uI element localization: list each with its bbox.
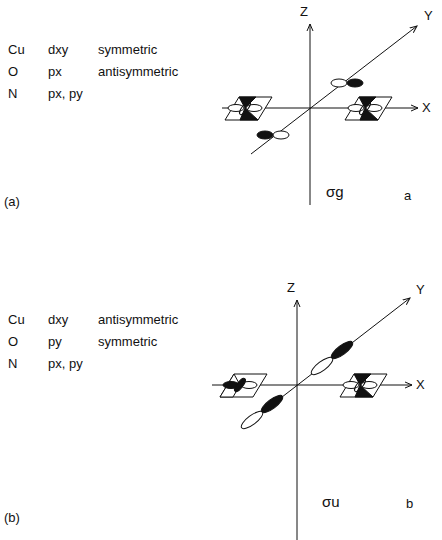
orbital-name: dxy bbox=[48, 312, 68, 327]
panel-letter: a bbox=[404, 188, 411, 203]
atom-name: O bbox=[8, 64, 18, 79]
axis-label: Y bbox=[416, 282, 425, 297]
orbital-name: px, py bbox=[48, 86, 83, 101]
symmetry-note: symmetric bbox=[98, 42, 157, 57]
atom-name: N bbox=[8, 356, 17, 371]
axis-label: Z bbox=[287, 280, 295, 295]
axes-b bbox=[212, 298, 412, 540]
axis-label: X bbox=[416, 377, 425, 392]
symmetry-note: antisymmetric bbox=[98, 64, 178, 79]
state-label: σu bbox=[322, 494, 340, 509]
axis-label: X bbox=[422, 100, 431, 115]
atom-name: Cu bbox=[8, 42, 25, 57]
state-label: σg bbox=[326, 184, 344, 199]
atom-name: N bbox=[8, 86, 17, 101]
symmetry-note: antisymmetric bbox=[98, 312, 178, 327]
orbital-name: dxy bbox=[48, 42, 68, 57]
cu-plaquette bbox=[220, 374, 387, 397]
orbital-name: px bbox=[48, 64, 62, 79]
axis-label: Z bbox=[300, 4, 308, 19]
axis-label: Y bbox=[424, 8, 433, 23]
orbital-name: px, py bbox=[48, 356, 83, 371]
orbital-name: py bbox=[48, 334, 62, 349]
symmetry-note: symmetric bbox=[98, 334, 157, 349]
panel-letter: b bbox=[406, 496, 413, 511]
panel-label: (a) bbox=[4, 194, 20, 209]
atom-name: O bbox=[8, 334, 18, 349]
oxygen-p-orbital bbox=[239, 339, 355, 432]
cu-plaquette bbox=[225, 97, 392, 120]
atom-name: Cu bbox=[8, 312, 25, 327]
axes-a bbox=[222, 24, 418, 205]
oxygen-p-orbital bbox=[257, 79, 363, 139]
panel-label: (b) bbox=[4, 510, 20, 525]
